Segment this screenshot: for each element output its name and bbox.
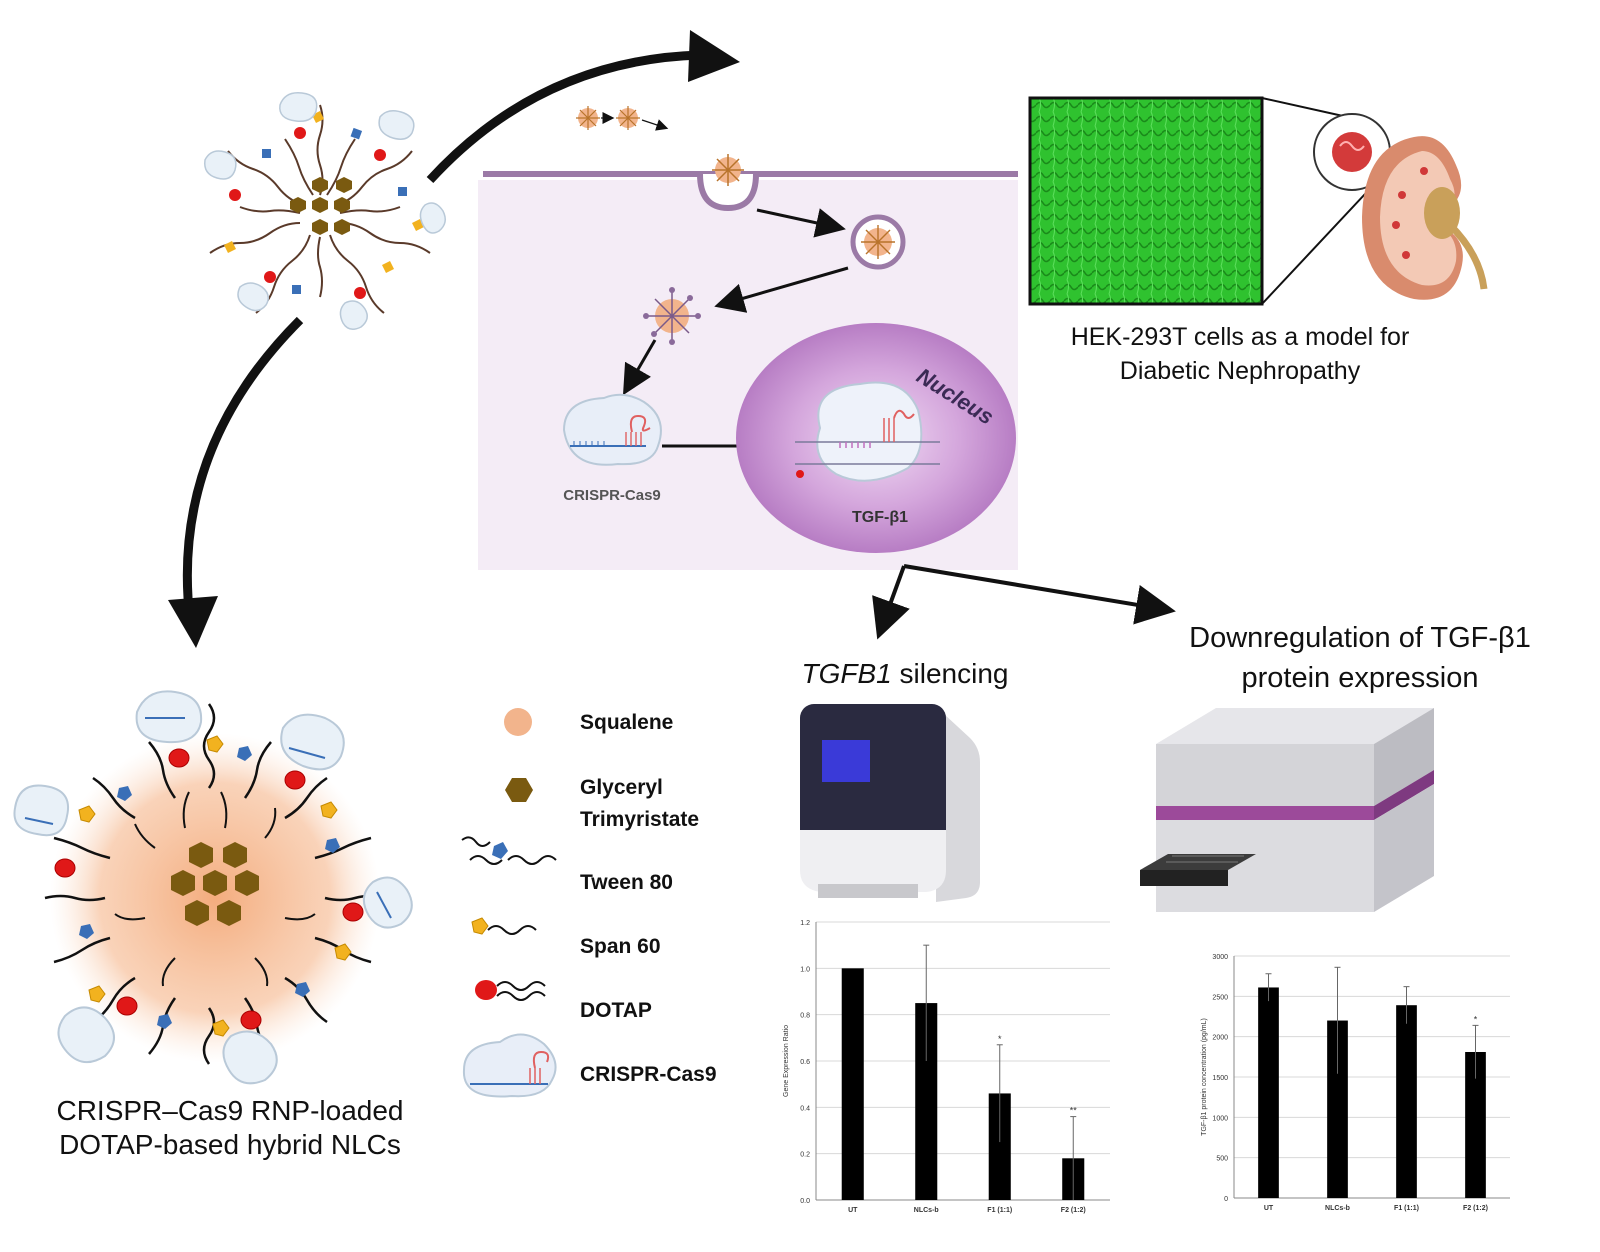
x-tick-label: UT (1264, 1205, 1274, 1212)
x-tick-label: UT (848, 1207, 858, 1214)
nanoparticle-large (13, 690, 413, 1085)
y-axis-label: Gene Expression Ratio (783, 1025, 790, 1097)
bar (915, 1003, 938, 1200)
y-tick-label: 2500 (1212, 994, 1228, 1001)
crispr-cell-label: CRISPR-Cas9 (563, 487, 661, 504)
crispr-cas9-icon (462, 1033, 557, 1098)
released-particle (643, 287, 701, 345)
model-caption-line2: Diabetic Nephropathy (1119, 357, 1361, 385)
bar (988, 1093, 1011, 1200)
silencing-title: TGFB1 silencing (770, 658, 1040, 690)
significance-marker: * (1474, 1014, 1478, 1024)
model-caption: HEK-293T cells as a model for Diabetic N… (1040, 320, 1440, 388)
y-tick-label: 0 (1224, 1196, 1228, 1203)
endocytosis-pit (697, 173, 759, 212)
legend-label-crispr: CRISPR-Cas9 (580, 1063, 717, 1086)
y-tick-label: 2000 (1212, 1035, 1228, 1042)
protein-title-line1: Downregulation of TGF-β1 (1189, 622, 1531, 654)
protein-title: Downregulation of TGF-β1 protein express… (1140, 618, 1580, 698)
nlc-caption: CRISPR–Cas9 RNP-loaded DOTAP-based hybri… (10, 1094, 450, 1162)
legend-icons (461, 708, 557, 1098)
arrow-to-crispr (622, 339, 657, 396)
legend-label-dotap: DOTAP (580, 999, 652, 1022)
arrow-branch-stem (872, 565, 910, 640)
hek-cell-micrograph (1028, 96, 1264, 306)
y-tick-label: 0.2 (800, 1152, 810, 1159)
particles-approaching (576, 106, 669, 131)
y-tick-label: 500 (1216, 1156, 1228, 1163)
target-gene-label: TGF-β1 (852, 509, 908, 526)
y-tick-label: 0.0 (800, 1198, 810, 1205)
crispr-cas9-complex (562, 393, 662, 466)
y-tick-label: 0.6 (800, 1059, 810, 1066)
arrow-branch-right (903, 564, 1176, 625)
zoom-line-top (1261, 97, 1353, 119)
plate-reader (1140, 708, 1434, 912)
dna-editing-complex (795, 381, 940, 482)
particle-entering (712, 154, 744, 186)
y-tick-label: 0.4 (800, 1105, 810, 1112)
nlc-caption-line1: CRISPR–Cas9 RNP-loaded (56, 1095, 404, 1126)
legend-label-glyceryl-line2: Trimyristate (580, 808, 700, 831)
bar (841, 968, 864, 1200)
significance-marker: * (998, 1034, 1002, 1044)
hexagon-icon (505, 778, 533, 802)
legend-label-tween: Tween 80 (580, 871, 673, 894)
bar (1465, 1051, 1486, 1198)
model-caption-line1: HEK-293T cells as a model for (1070, 323, 1410, 351)
zoom-line-bottom (1261, 177, 1381, 305)
y-axis-label: TGF-β1 protein concentration (pg/mL) (1201, 1018, 1208, 1136)
glomerulus-detail (1339, 141, 1365, 151)
qpcr-instrument (800, 704, 980, 902)
arrow-to-endosome (756, 208, 846, 238)
endosome (850, 214, 906, 270)
x-tick-label: F1 (1:1) (1394, 1205, 1419, 1212)
curved-arrow-left-head (168, 596, 218, 648)
silencing-title-rest: silencing (891, 658, 1009, 689)
squalene-circle-icon (504, 708, 532, 736)
tween-surfactant-icon (461, 836, 557, 865)
nanoparticle-small (204, 92, 446, 330)
span-surfactant-icon (471, 917, 537, 935)
x-tick-label: F1 (1:1) (987, 1207, 1012, 1214)
legend-label-glyceryl-line1: Glyceryl (580, 776, 663, 799)
legend-label-squalene: Squalene (580, 711, 674, 734)
bar (1396, 1005, 1417, 1198)
significance-marker: ** (1070, 1106, 1078, 1116)
y-tick-label: 1000 (1212, 1115, 1228, 1122)
x-tick-label: NLCs-b (914, 1207, 939, 1214)
protein-title-line2: protein expression (1241, 662, 1479, 694)
curved-arrow-left (182, 316, 304, 621)
y-tick-label: 0.8 (800, 1013, 810, 1020)
bar (1327, 1020, 1348, 1198)
y-tick-label: 1.2 (800, 920, 810, 927)
kidney-illustration (1362, 136, 1488, 300)
dotap-lipid-icon (475, 980, 546, 1001)
x-tick-label: F2 (1:2) (1061, 1207, 1086, 1214)
x-tick-label: F2 (1:2) (1463, 1205, 1488, 1212)
silencing-title-gene: TGFB1 (801, 658, 892, 689)
y-tick-label: 3000 (1212, 954, 1228, 961)
y-tick-label: 1500 (1212, 1075, 1228, 1082)
arrow-to-release (714, 266, 849, 313)
glomerulus (1332, 132, 1372, 172)
edit-marker-dot (796, 470, 804, 478)
curved-arrow-top (426, 50, 701, 184)
curved-arrow-top-head (688, 30, 740, 82)
bar (1258, 987, 1279, 1198)
legend-label-span: Span 60 (580, 935, 661, 958)
nlc-caption-line2: DOTAP-based hybrid NLCs (59, 1129, 401, 1160)
y-tick-label: 1.0 (800, 966, 810, 973)
x-tick-label: NLCs-b (1325, 1205, 1350, 1212)
